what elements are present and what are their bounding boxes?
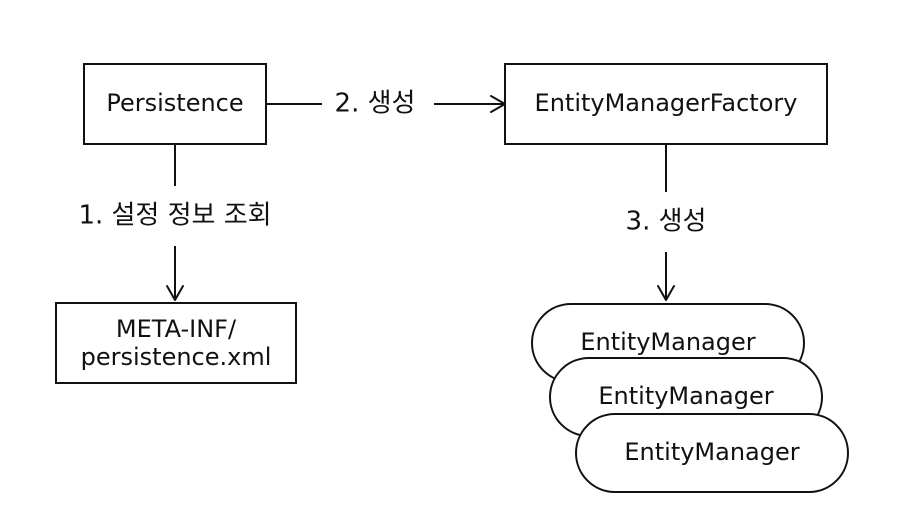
config-file-label-line1: META-INF/ (116, 315, 237, 343)
entity-manager-label-3: EntityManager (624, 438, 799, 466)
edge-create-manager-label: 3. 생성 (626, 207, 707, 237)
config-file-label-line2: persistence.xml (81, 343, 272, 371)
entity-manager-factory-label: EntityManagerFactory (535, 89, 798, 117)
edge-create-manager: 3. 생성 (626, 144, 707, 301)
config-file-node: META-INF/ persistence.xml (55, 302, 297, 384)
entity-manager-node-3: EntityManager (575, 413, 849, 493)
edge-create-factory: 2. 생성 (266, 89, 506, 119)
edge-read-config-label: 1. 설정 정보 조회 (78, 201, 271, 231)
edge-read-config: 1. 설정 정보 조회 (78, 144, 272, 301)
entity-manager-factory-node: EntityManagerFactory (504, 63, 828, 145)
entity-manager-label-2: EntityManager (598, 382, 773, 410)
entity-manager-label-1: EntityManager (580, 328, 755, 356)
arrowhead-down-icon (166, 285, 184, 301)
persistence-label: Persistence (106, 89, 243, 117)
persistence-node: Persistence (83, 63, 267, 145)
arrowhead-down-icon (657, 285, 675, 301)
edge-create-factory-label: 2. 생성 (335, 89, 416, 119)
